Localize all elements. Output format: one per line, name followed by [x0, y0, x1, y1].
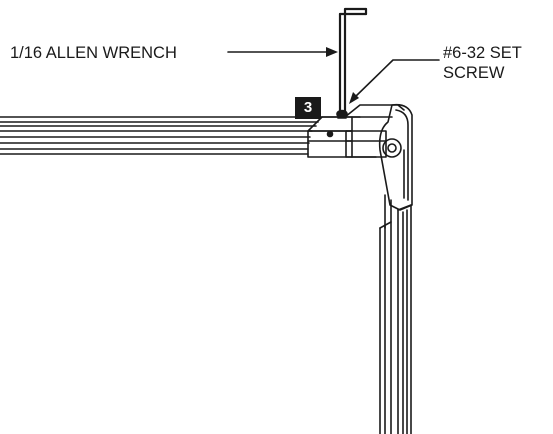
set-screw-label-line-1: #6-32 SET	[443, 44, 522, 62]
side-rail	[379, 194, 412, 434]
screw-arrowhead	[349, 92, 359, 104]
screw-leader-line	[353, 59, 440, 99]
top-rail	[0, 116, 323, 155]
set-screw-label-line-2: SCREW	[443, 64, 505, 82]
allen-wrench-label: 1/16 ALLEN WRENCH	[10, 44, 177, 62]
set-screw-label: #6-32 SET SCREW	[443, 43, 522, 83]
step-number-badge: 3	[295, 97, 321, 119]
corner-hinge	[378, 103, 413, 211]
allen-wrench	[338, 7, 368, 114]
wrench-arrowhead	[326, 47, 338, 57]
